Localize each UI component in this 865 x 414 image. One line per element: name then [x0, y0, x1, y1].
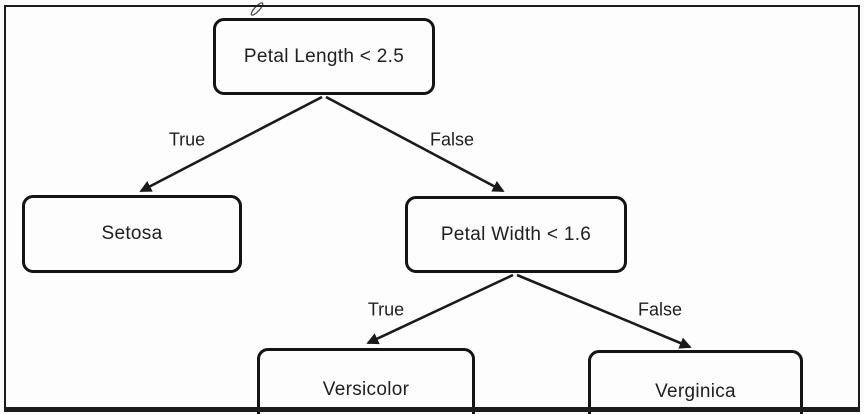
node-petal-length-label: Petal Length < 2.5 [243, 45, 405, 67]
edge-label-width-true: True [367, 299, 405, 320]
edge-label-root-true: True [168, 129, 206, 150]
node-setosa-label: Setosa [101, 223, 163, 244]
edge-root-true-to-setosa [139, 95, 323, 193]
node-setosa: Setosa [22, 195, 242, 273]
pen-mark-icon [250, 2, 264, 16]
node-petal-width: Petal Width < 1.6 [405, 196, 627, 273]
node-versicolor: Versicolor [257, 348, 475, 414]
edge-label-width-false: False [637, 299, 683, 320]
edge-width-true-to-versicolor [366, 273, 514, 345]
node-petal-width-label: Petal Width < 1.6 [440, 223, 592, 245]
node-verginica: Verginica [588, 350, 803, 414]
node-verginica-label: Verginica [655, 381, 736, 402]
edge-width-false-to-verginica [516, 273, 692, 349]
edge-root-false-to-petal-width [325, 95, 505, 193]
node-petal-length: Petal Length < 2.5 [213, 18, 435, 95]
node-versicolor-label: Versicolor [322, 379, 410, 400]
edge-label-root-false: False [429, 129, 475, 150]
